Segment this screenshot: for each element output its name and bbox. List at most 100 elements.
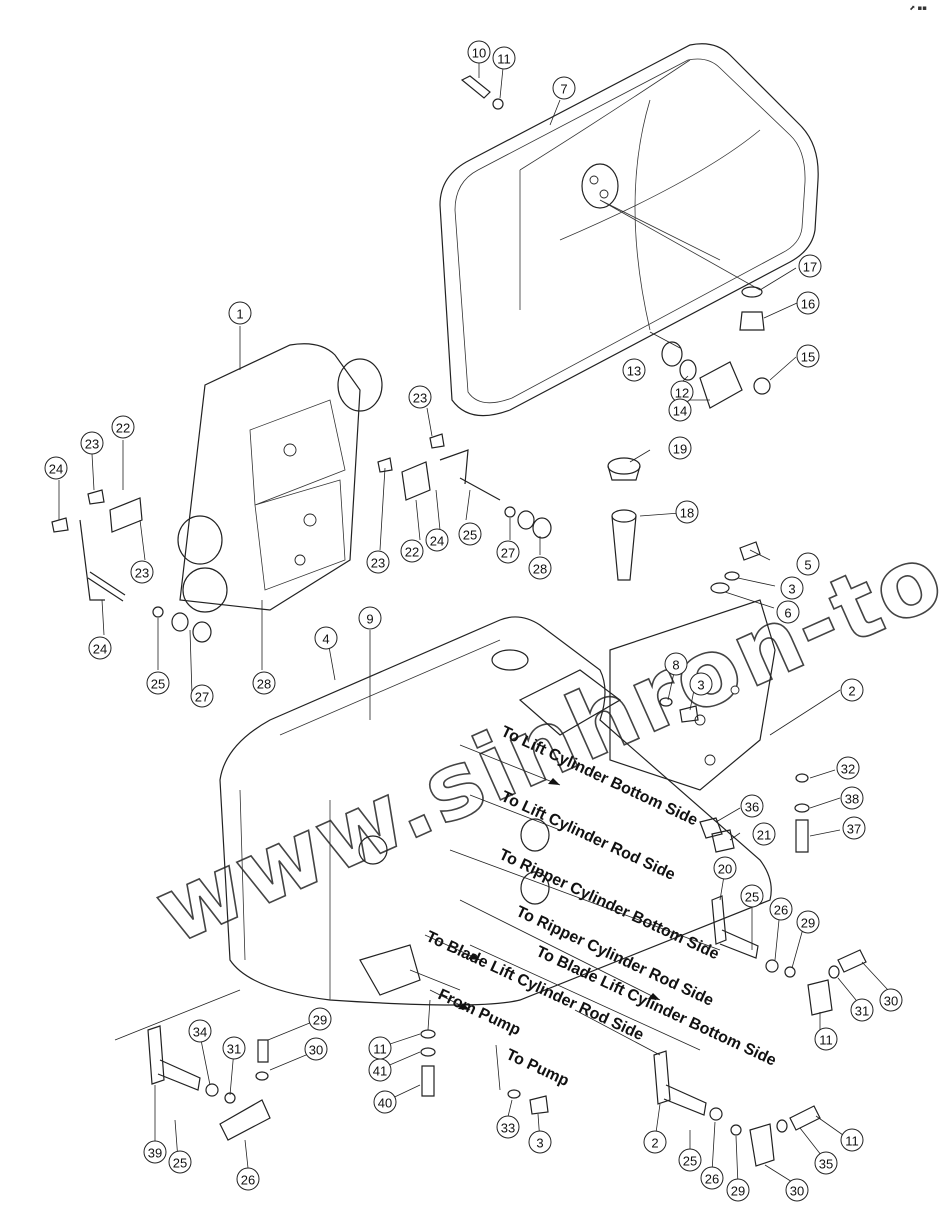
- callout-circle: [80, 431, 104, 455]
- callout-number: 27: [195, 690, 209, 705]
- callout-33: 33: [496, 1115, 520, 1139]
- callout-number: 3: [536, 1136, 543, 1151]
- callout-9: 9: [358, 606, 382, 630]
- callout-26: 26: [769, 897, 793, 921]
- callout-number: 6: [784, 606, 791, 621]
- callout-number: 23: [413, 391, 427, 406]
- callout-number: 15: [801, 350, 815, 365]
- callout-circle: [796, 291, 820, 315]
- callout-number: 35: [819, 1157, 833, 1172]
- callout-number: 8: [672, 658, 679, 673]
- callout-8: 8: [664, 652, 688, 676]
- callout-number: 30: [309, 1043, 323, 1058]
- callout-number: 7: [560, 82, 567, 97]
- callout-23: 23: [366, 550, 390, 574]
- callout-circle: [44, 456, 68, 480]
- callout-3: 3: [780, 576, 804, 600]
- callout-15: 15: [796, 344, 820, 368]
- callout-circle: [408, 385, 432, 409]
- callout-39: 39: [143, 1140, 167, 1164]
- callout-circle: [358, 606, 382, 630]
- callout-circle: [236, 1167, 260, 1191]
- callout-circle: [458, 522, 482, 546]
- callout-number: 16: [801, 297, 815, 312]
- callout-21: 21: [752, 822, 776, 846]
- callout-number: 36: [745, 800, 759, 815]
- callout-circle: [689, 672, 713, 696]
- callout-circle: [796, 344, 820, 368]
- callout-circle: [528, 556, 552, 580]
- callout-circle: [796, 552, 820, 576]
- callout-circle: [740, 884, 764, 908]
- callout-25: 25: [678, 1148, 702, 1172]
- callout-27: 27: [190, 684, 214, 708]
- callout-number: 25: [173, 1156, 187, 1171]
- callout-circle: [368, 1058, 392, 1082]
- callout-19: 19: [668, 436, 692, 460]
- callout-25: 25: [168, 1150, 192, 1174]
- callout-number: 26: [705, 1172, 719, 1187]
- callout-14: 14: [668, 398, 692, 422]
- callout-31: 31: [222, 1036, 246, 1060]
- callout-number: 3: [788, 582, 795, 597]
- callout-number: 24: [93, 642, 107, 657]
- callout-circle: [814, 1151, 838, 1175]
- callout-circle: [726, 1178, 750, 1202]
- callout-number: 31: [855, 1004, 869, 1019]
- callout-27: 27: [496, 540, 520, 564]
- callout-31: 31: [850, 998, 874, 1022]
- callout-number: 23: [135, 566, 149, 581]
- callout-34: 34: [188, 1019, 212, 1043]
- callout-circle: [314, 626, 338, 650]
- callout-number: 33: [501, 1121, 515, 1136]
- callout-18: 18: [675, 500, 699, 524]
- callout-2: 2: [643, 1130, 667, 1154]
- callout-29: 29: [308, 1007, 332, 1031]
- callout-number: 11: [373, 1042, 387, 1057]
- callout-17: 17: [798, 254, 822, 278]
- callout-23: 23: [130, 560, 154, 584]
- flow-label-to-pump: To Pump: [503, 1046, 571, 1090]
- callout-circle: [190, 684, 214, 708]
- callout-1: 1: [228, 301, 252, 325]
- callout-38: 38: [840, 786, 864, 810]
- callout-number: 28: [257, 677, 271, 692]
- callout-circle: [88, 636, 112, 660]
- callout-number: 31: [227, 1042, 241, 1057]
- callout-circle: [552, 76, 576, 100]
- callout-25: 25: [458, 522, 482, 546]
- callout-circle: [814, 1027, 838, 1051]
- callout-number: 20: [718, 862, 732, 877]
- callout-circle: [496, 1115, 520, 1139]
- callout-30: 30: [879, 988, 903, 1012]
- callout-25: 25: [740, 884, 764, 908]
- callout-circle: [776, 600, 800, 624]
- callout-circle: [700, 1166, 724, 1190]
- callout-number: 17: [803, 260, 817, 275]
- callout-number: 24: [430, 534, 444, 549]
- callout-circle: [492, 46, 516, 70]
- callout-2: 2: [840, 678, 864, 702]
- callout-36: 36: [740, 794, 764, 818]
- callout-number: 4: [322, 632, 329, 647]
- callout-23: 23: [408, 385, 432, 409]
- callout-circle: [168, 1150, 192, 1174]
- callout-28: 28: [252, 671, 276, 695]
- callout-circle: [796, 910, 820, 934]
- callout-22: 22: [111, 415, 135, 439]
- callout-32: 32: [836, 756, 860, 780]
- callout-number: 14: [673, 404, 687, 419]
- callout-number: 29: [731, 1184, 745, 1199]
- callout-number: 32: [841, 762, 855, 777]
- callout-number: 30: [884, 994, 898, 1009]
- callout-number: 2: [848, 684, 855, 699]
- callout-circle: [713, 856, 737, 880]
- callout-number: 23: [85, 437, 99, 452]
- callout-number: 2: [651, 1136, 658, 1151]
- callout-circle: [752, 822, 776, 846]
- watermark-text: www.sinhron-too.kz: [140, 432, 939, 965]
- callout-number: 22: [405, 545, 419, 560]
- callout-40: 40: [373, 1090, 397, 1114]
- callout-circle: [842, 816, 866, 840]
